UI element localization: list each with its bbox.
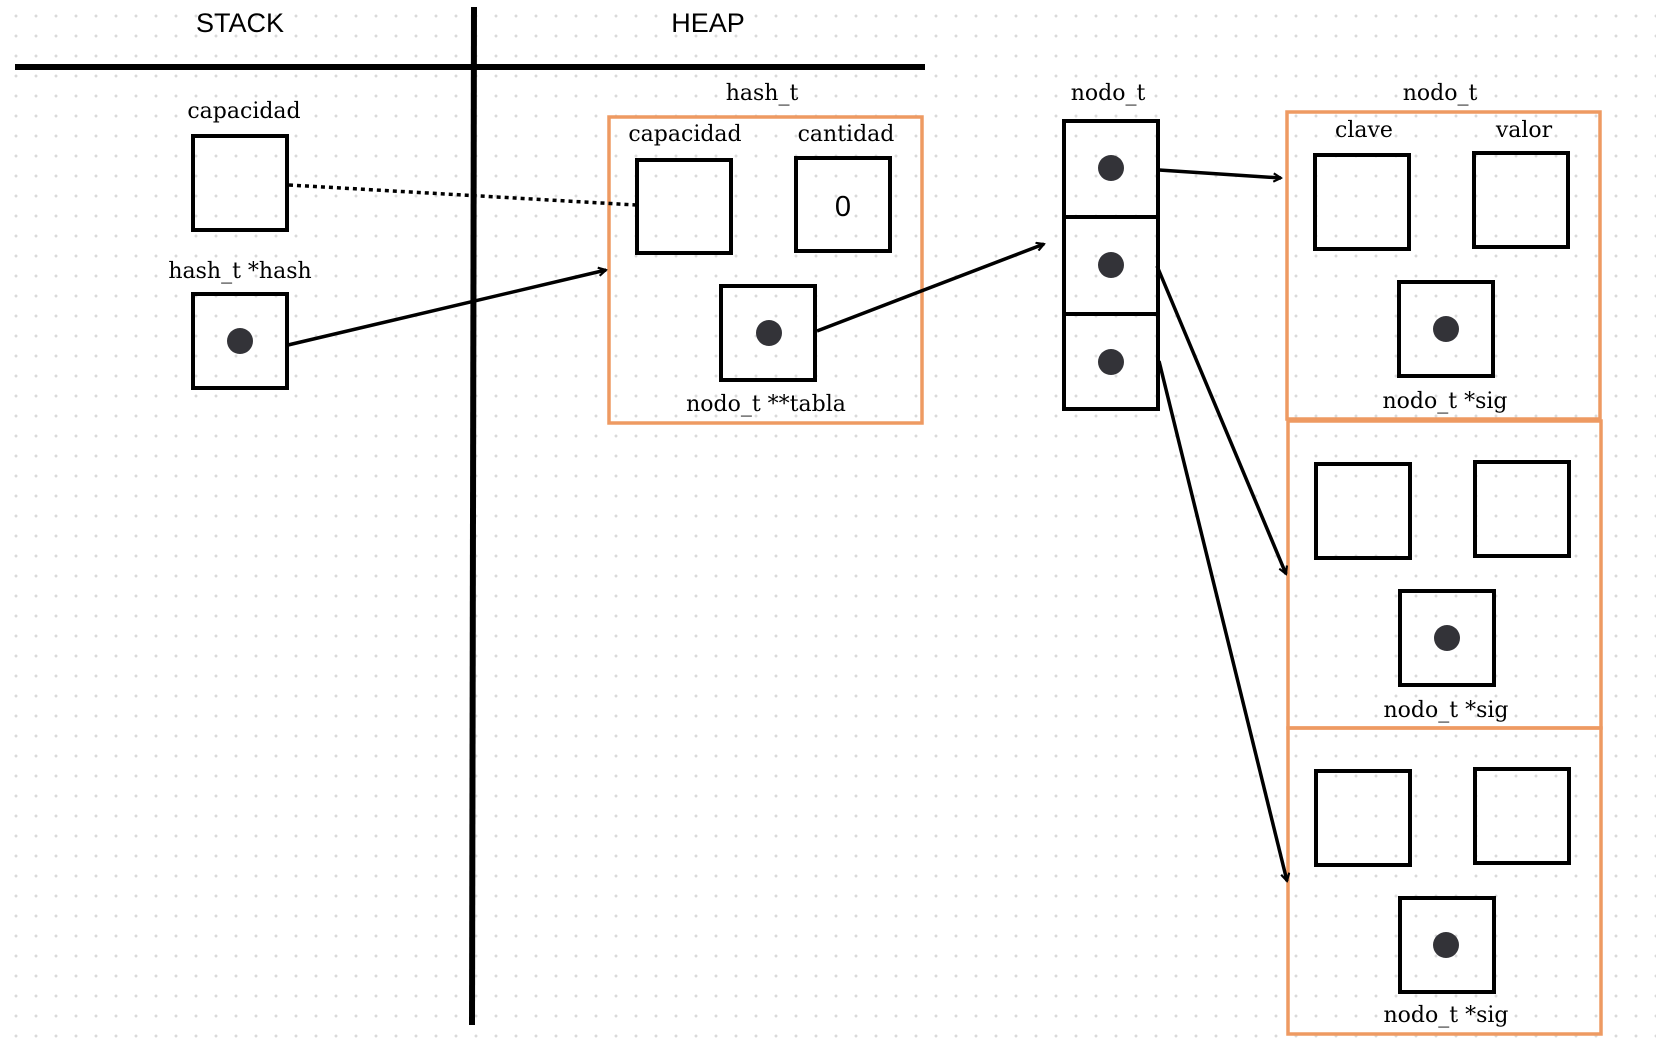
node-3-valor-box: [1473, 767, 1571, 865]
stack-capacidad-label: capacidad: [187, 99, 300, 124]
node-1-sig-box: [1397, 280, 1495, 378]
node-3-clave-box: [1314, 769, 1412, 867]
node-1-sig-label: nodo_t *sig: [1383, 389, 1508, 414]
node-1: clave valor nodo_t *sig: [1285, 110, 1602, 421]
node-3-border: [1286, 726, 1603, 1036]
hash-capacidad-box: [635, 158, 733, 255]
node-3-sig-box: [1398, 896, 1496, 994]
node-3-sig-label: nodo_t *sig: [1384, 1003, 1509, 1028]
node-2-border: [1286, 419, 1603, 730]
divider-vertical: [469, 6, 477, 1026]
node-1-clave-box: [1313, 153, 1411, 251]
stack-hash-pointer-label: hash_t *hash: [168, 259, 311, 284]
tabla-array-title: nodo_t: [1071, 81, 1146, 106]
hash-cantidad-box: [794, 156, 892, 253]
node-3: nodo_t *sig: [1286, 726, 1603, 1036]
hash-struct-border: [607, 115, 924, 425]
slot-1-arrow: [1155, 265, 1286, 574]
hash-tabla-label: nodo_t **tabla: [686, 392, 846, 417]
tabla-slot-0-dot: [1098, 155, 1124, 181]
heap-header: HEAP: [671, 8, 745, 38]
stack-header: STACK: [196, 8, 284, 38]
node-1-sig-dot: [1433, 316, 1459, 342]
hash-pointer-arrow: [287, 270, 606, 347]
stack-hash-pointer-dot: [227, 328, 253, 354]
node-valor-label: valor: [1495, 118, 1553, 143]
node-2-sig-label: nodo_t *sig: [1384, 698, 1509, 723]
node-2: nodo_t *sig: [1286, 419, 1603, 730]
node-2-valor-box: [1473, 460, 1571, 558]
slot-2-arrow: [1157, 360, 1287, 881]
hash-cantidad-value: 0: [835, 191, 851, 223]
tabla-slot-1-dot: [1098, 252, 1124, 278]
node-2-sig-box: [1398, 589, 1496, 687]
capacidad-dotted-link: [288, 183, 637, 207]
hash-tabla-pointer-box: [719, 284, 817, 382]
tabla-array: [1062, 119, 1160, 411]
hash-cantidad-label: cantidad: [798, 122, 895, 147]
tabla-pointer-arrow: [816, 244, 1044, 333]
hash-tabla-pointer-dot: [756, 320, 782, 346]
node-1-valor-box: [1472, 151, 1570, 249]
node-clave-label: clave: [1335, 118, 1393, 143]
slot-0-arrow: [1158, 168, 1281, 178]
stack-capacidad-box: [191, 134, 289, 232]
node-2-clave-box: [1314, 462, 1412, 560]
hash-capacidad-label: capacidad: [628, 122, 741, 147]
node-2-sig-dot: [1434, 625, 1460, 651]
node-title: nodo_t: [1403, 81, 1478, 106]
node-3-sig-dot: [1433, 932, 1459, 958]
stack-hash-pointer-box: [191, 292, 289, 390]
hash-struct-title: hash_t: [726, 81, 799, 106]
tabla-slot-2-dot: [1098, 349, 1124, 375]
node-1-border: [1285, 110, 1602, 421]
